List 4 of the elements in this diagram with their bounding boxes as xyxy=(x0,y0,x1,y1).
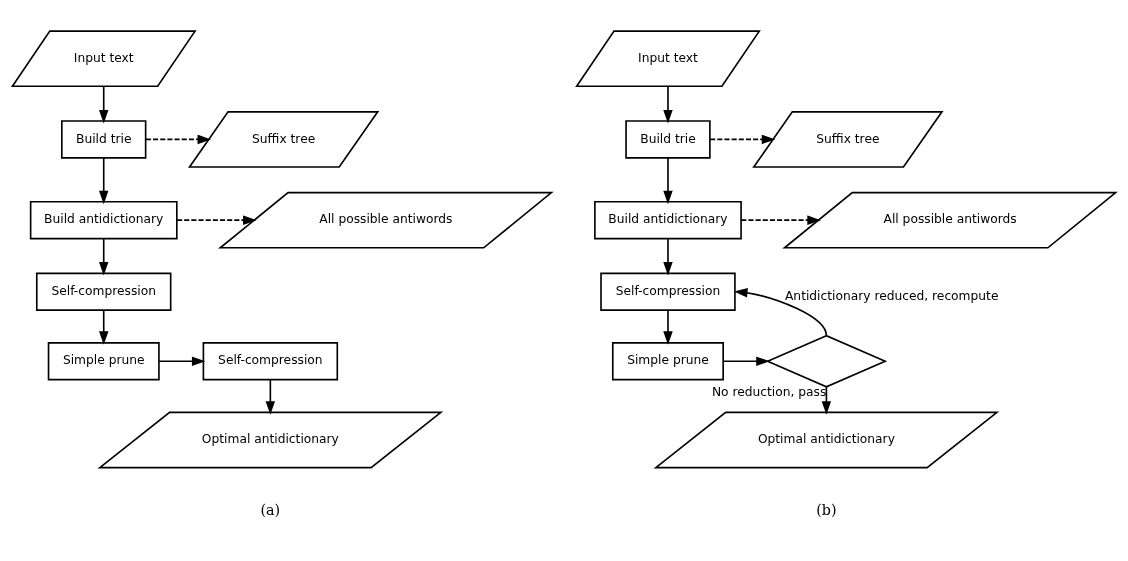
label: (a) xyxy=(260,502,281,519)
label: (b) xyxy=(816,502,837,519)
edge-label: No reduction, pass xyxy=(711,385,827,400)
edge-label: Antidictionary reduced, recompute xyxy=(784,289,999,304)
